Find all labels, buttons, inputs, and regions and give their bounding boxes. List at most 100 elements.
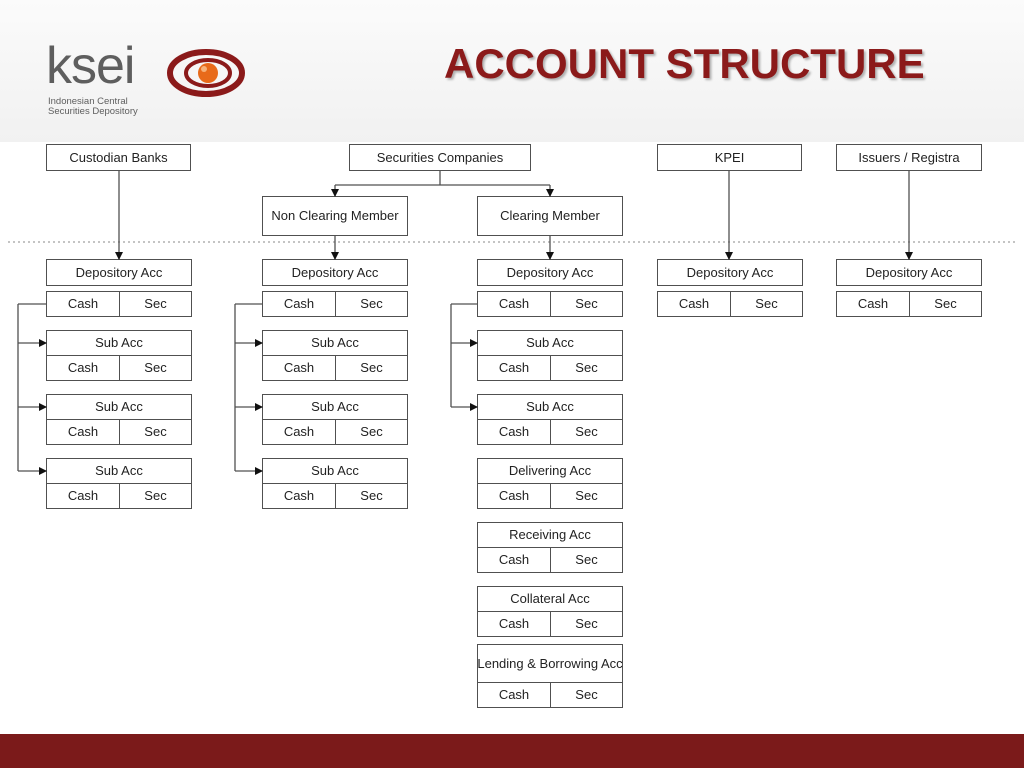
lending-borrowing-acc-sec-cell xyxy=(550,682,623,708)
receiving-acc-sec-label: Sec xyxy=(575,552,598,567)
non-clearing-sub-acc-3-cash-cell xyxy=(262,483,336,509)
receiving-acc-sec-cell xyxy=(550,547,623,573)
non-clearing-sub-acc-2-sec-cell xyxy=(335,419,408,445)
collateral-acc-cash-label: Cash xyxy=(498,616,530,631)
clearing-sub-acc-1-header-label: Sub Acc xyxy=(526,335,574,350)
ksei-logo: ksei Indonesian Central Securities Depos… xyxy=(46,37,256,118)
custodian-sub-acc-2-sec-cell xyxy=(119,419,192,445)
node-securities-companies xyxy=(349,144,531,171)
custodian-sub-acc-1-header-label: Sub Acc xyxy=(95,335,143,350)
delivering-acc-header-label: Delivering Acc xyxy=(508,463,592,478)
eye-logo-icon xyxy=(167,49,245,97)
node-kpei xyxy=(657,144,802,171)
collateral-acc-sec-label: Sec xyxy=(575,616,598,631)
lending-borrowing-acc-cash-cell xyxy=(477,682,551,708)
depository-acc-1-cash-label: Cash xyxy=(67,296,99,311)
node-clearing-member xyxy=(477,196,623,236)
depository-acc-3-sec-label: Sec xyxy=(575,296,598,311)
depository-acc-5-label: Depository Acc xyxy=(865,264,953,280)
custodian-sub-acc-3-cash-label: Cash xyxy=(67,488,99,503)
custodian-sub-acc-3-header-label: Sub Acc xyxy=(95,463,143,478)
depository-acc-2-cash-label: Cash xyxy=(283,296,315,311)
collateral-acc-cash-cell xyxy=(477,611,551,637)
clearing-sub-acc-1-sec-label: Sec xyxy=(575,360,598,375)
node-issuers-registra xyxy=(836,144,982,171)
non-clearing-sub-acc-2-cash-label: Cash xyxy=(283,424,315,439)
custodian-sub-acc-1-cash-label: Cash xyxy=(67,360,99,375)
depository-acc-4-sec-cell xyxy=(730,291,803,317)
non-clearing-sub-acc-1-cash-label: Cash xyxy=(283,360,315,375)
clearing-sub-acc-1-cash-cell xyxy=(477,355,551,381)
receiving-acc-cash-cell xyxy=(477,547,551,573)
depository-acc-4-sec-label: Sec xyxy=(755,296,778,311)
depository-acc-4-label: Depository Acc xyxy=(686,264,774,280)
collateral-acc-header-label: Collateral Acc xyxy=(510,591,590,606)
depository-acc-3 xyxy=(477,259,623,286)
custodian-sub-acc-3-header xyxy=(46,458,192,484)
node-non-clearing-member-label: Non Clearing Member xyxy=(271,208,399,223)
non-clearing-sub-acc-1-sec-cell xyxy=(335,355,408,381)
non-clearing-sub-acc-1-header-label: Sub Acc xyxy=(311,335,359,350)
non-clearing-sub-acc-3-sec-cell xyxy=(335,483,408,509)
delivering-acc-sec-cell xyxy=(550,483,623,509)
footer-band xyxy=(0,734,1024,768)
custodian-sub-acc-2-header-label: Sub Acc xyxy=(95,399,143,414)
node-issuers-registra-label: Issuers / Registra xyxy=(858,149,960,165)
clearing-sub-acc-1-cash-label: Cash xyxy=(498,360,530,375)
clearing-sub-acc-1-sec-cell xyxy=(550,355,623,381)
depository-acc-1-cash-cell xyxy=(46,291,120,317)
logo-subtitle-2: Securities Depository xyxy=(48,106,138,117)
receiving-acc-cash-label: Cash xyxy=(498,552,530,567)
logo-subtitle-1: Indonesian Central xyxy=(48,96,128,107)
non-clearing-sub-acc-2-header-label: Sub Acc xyxy=(311,399,359,414)
depository-acc-2-label: Depository Acc xyxy=(291,264,379,280)
lending-borrowing-acc-header xyxy=(477,644,623,683)
depository-acc-1-sec-cell xyxy=(119,291,192,317)
delivering-acc-sec-label: Sec xyxy=(575,488,598,503)
receiving-acc-header-label: Receiving Acc xyxy=(509,527,591,542)
node-custodian-banks xyxy=(46,144,191,171)
clearing-sub-acc-2-sec-cell xyxy=(550,419,623,445)
custodian-sub-acc-1-header xyxy=(46,330,192,356)
depository-acc-2-sec-label: Sec xyxy=(360,296,383,311)
clearing-sub-acc-2-cash-cell xyxy=(477,419,551,445)
non-clearing-sub-acc-3-header-label: Sub Acc xyxy=(311,463,359,478)
non-clearing-sub-acc-3-sec-label: Sec xyxy=(360,488,383,503)
clearing-sub-acc-1-header xyxy=(477,330,623,356)
custodian-sub-acc-2-cash-label: Cash xyxy=(67,424,99,439)
depository-acc-3-label: Depository Acc xyxy=(506,264,594,280)
non-clearing-sub-acc-1-sec-label: Sec xyxy=(360,360,383,375)
custodian-sub-acc-3-sec-label: Sec xyxy=(144,488,167,503)
custodian-sub-acc-1-sec-label: Sec xyxy=(144,360,167,375)
depository-acc-5-cash-label: Cash xyxy=(857,296,889,311)
depository-acc-5-sec-cell xyxy=(909,291,982,317)
depository-acc-1-sec-label: Sec xyxy=(144,296,167,311)
non-clearing-sub-acc-2-header xyxy=(262,394,408,420)
clearing-sub-acc-2-cash-label: Cash xyxy=(498,424,530,439)
depository-acc-3-cash-label: Cash xyxy=(498,296,530,311)
depository-acc-4-cash-cell xyxy=(657,291,731,317)
custodian-sub-acc-2-cash-cell xyxy=(46,419,120,445)
non-clearing-sub-acc-2-sec-label: Sec xyxy=(360,424,383,439)
delivering-acc-cash-label: Cash xyxy=(498,488,530,503)
lending-borrowing-acc-cash-label: Cash xyxy=(498,687,530,702)
custodian-sub-acc-1-cash-cell xyxy=(46,355,120,381)
depository-acc-4-cash-label: Cash xyxy=(678,296,710,311)
node-kpei-label: KPEI xyxy=(714,149,745,165)
clearing-sub-acc-2-header xyxy=(477,394,623,420)
depository-acc-2-sec-cell xyxy=(335,291,408,317)
collateral-acc-sec-cell xyxy=(550,611,623,637)
depository-acc-5-sec-label: Sec xyxy=(934,296,957,311)
custodian-sub-acc-3-sec-cell xyxy=(119,483,192,509)
depository-acc-2-cash-cell xyxy=(262,291,336,317)
slide-title: ACCOUNT STRUCTURE xyxy=(444,40,925,87)
node-securities-companies-label: Securities Companies xyxy=(376,149,504,165)
non-clearing-sub-acc-3-cash-label: Cash xyxy=(283,488,315,503)
logo-wordmark: ksei xyxy=(46,37,135,95)
clearing-sub-acc-2-sec-label: Sec xyxy=(575,424,598,439)
depository-acc-1-label: Depository Acc xyxy=(75,264,163,280)
lending-borrowing-acc-header-label: Lending & Borrowing Acc xyxy=(477,655,623,671)
custodian-sub-acc-1-sec-cell xyxy=(119,355,192,381)
custodian-sub-acc-2-sec-label: Sec xyxy=(144,424,167,439)
